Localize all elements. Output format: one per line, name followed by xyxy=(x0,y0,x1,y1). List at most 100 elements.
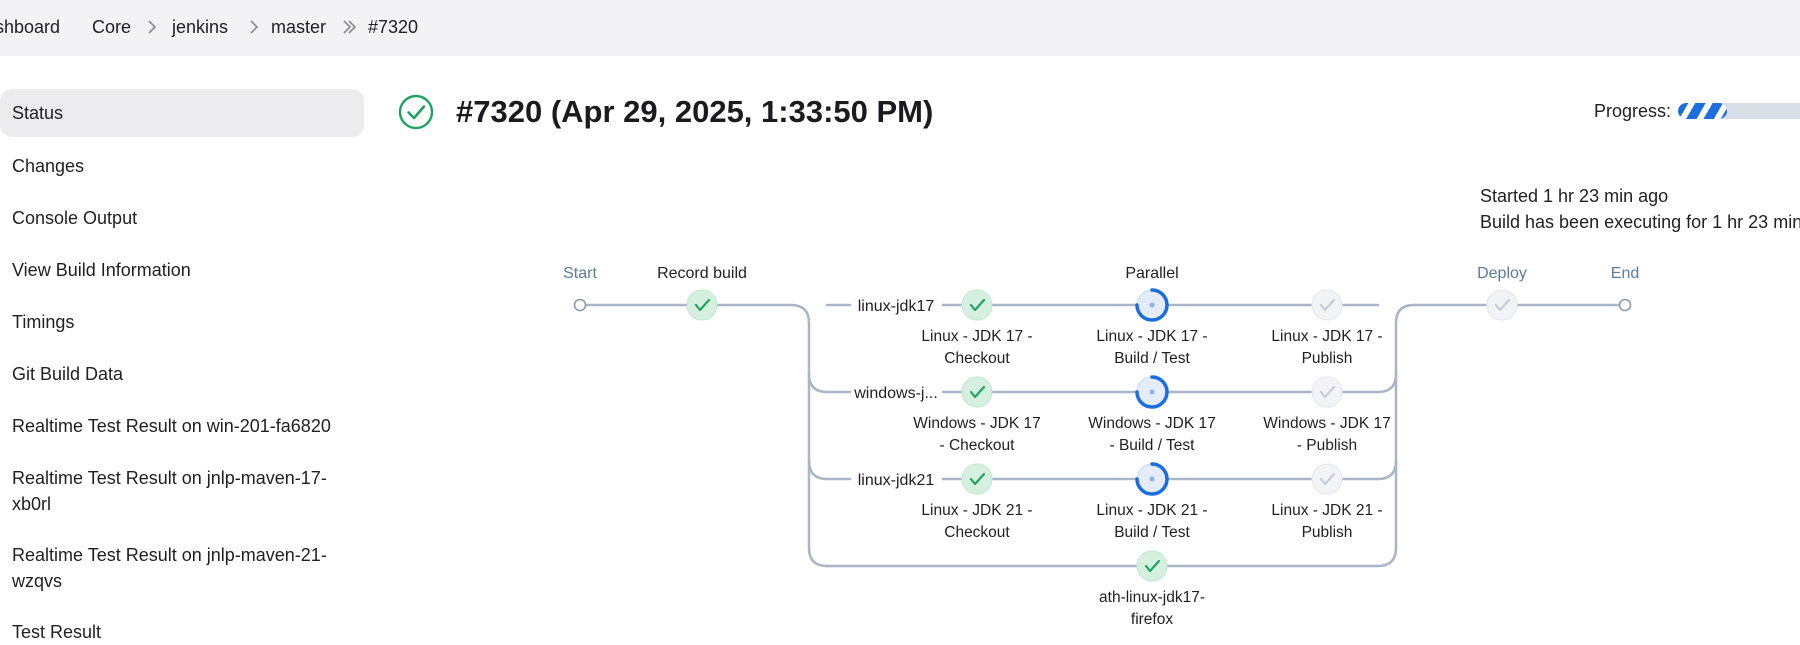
spinner-icon xyxy=(1135,375,1169,409)
pending-node-bg xyxy=(1486,289,1518,321)
step-node-success[interactable] xyxy=(1136,550,1168,582)
step-label[interactable]: Build / Test xyxy=(1114,350,1190,367)
sidebar-item-timings[interactable]: Timings xyxy=(12,312,75,332)
pipeline-labels: Start Record build Parallel Deploy End linux-… xyxy=(563,265,1639,628)
pending-node-bg xyxy=(1311,376,1343,408)
chevron-right-icon xyxy=(343,20,352,34)
check-icon xyxy=(969,472,986,486)
pending-node-bg xyxy=(1311,289,1343,321)
check-icon xyxy=(969,385,986,399)
check-icon xyxy=(1319,472,1336,486)
step-node-pending[interactable] xyxy=(1311,376,1343,408)
sidebar-item-test-result[interactable]: Test Result xyxy=(12,622,102,642)
pending-node-bg xyxy=(1311,463,1343,495)
check-icon xyxy=(1494,298,1511,312)
deploy-node[interactable] xyxy=(1486,289,1518,321)
success-node-bg xyxy=(1136,550,1168,582)
progress-fill xyxy=(1678,103,1727,119)
branch-name-label[interactable]: linux-jdk17 xyxy=(858,298,935,315)
step-label[interactable]: Linux - JDK 17 - xyxy=(1096,328,1207,345)
step-node-pending[interactable] xyxy=(1311,463,1343,495)
stage-parallel-label: Parallel xyxy=(1125,265,1178,282)
stage-deploy-label[interactable]: Deploy xyxy=(1477,265,1527,282)
chevron-right-icon xyxy=(250,20,259,34)
sidebar-item-realtime-test-jnlp-21[interactable]: Realtime Test Result on jnlp-maven-21-wz… xyxy=(12,545,327,591)
step-label[interactable]: Linux - JDK 17 - xyxy=(1271,328,1382,345)
branch-name-label[interactable]: windows-j... xyxy=(853,385,938,402)
step-label[interactable]: Linux - JDK 21 - xyxy=(1271,502,1382,519)
step-label[interactable]: Checkout xyxy=(944,350,1010,367)
sidebar-item-git-build-data[interactable]: Git Build Data xyxy=(12,364,124,384)
check-icon xyxy=(1319,298,1336,312)
stage-end-label[interactable]: End xyxy=(1611,265,1639,282)
step-label[interactable]: - Checkout xyxy=(940,437,1016,454)
connector-branch-out xyxy=(1376,459,1398,481)
chevron-right-icon xyxy=(148,20,157,34)
chevron-right-icon xyxy=(348,20,357,34)
pipeline-connectors xyxy=(585,303,1620,568)
step-label[interactable]: Build / Test xyxy=(1114,524,1190,541)
connector-join-vertical xyxy=(1394,303,1416,550)
step-label[interactable]: - Build / Test xyxy=(1109,437,1195,454)
success-node-bg xyxy=(961,376,993,408)
check-icon xyxy=(969,298,986,312)
step-label[interactable]: - Publish xyxy=(1297,437,1357,454)
step-label[interactable]: ath-linux-jdk17- xyxy=(1099,589,1205,606)
step-label[interactable]: Linux - JDK 21 - xyxy=(921,502,1032,519)
step-node-running[interactable] xyxy=(1135,288,1169,322)
breadcrumb-dashboard[interactable]: Dashboard xyxy=(0,17,61,37)
spinner-icon xyxy=(1135,288,1169,322)
connector-branch-in xyxy=(807,459,829,481)
connector-split-vertical xyxy=(789,303,811,550)
spinner-icon xyxy=(1135,462,1169,496)
step-label[interactable]: Windows - JDK 17 xyxy=(913,415,1040,432)
check-circle-icon xyxy=(398,94,434,130)
step-label[interactable]: Publish xyxy=(1302,524,1353,541)
check-icon xyxy=(694,298,711,312)
stage-record-build-label[interactable]: Record build xyxy=(657,265,747,282)
sidebar-item-realtime-test-jnlp-17[interactable]: Realtime Test Result on jnlp-maven-17-xb… xyxy=(12,468,327,514)
connector-branch-in xyxy=(807,546,829,568)
step-label[interactable]: Windows - JDK 17 xyxy=(1263,415,1390,432)
step-node-success[interactable] xyxy=(961,463,993,495)
start-node xyxy=(573,298,587,312)
step-label[interactable]: firefox xyxy=(1131,611,1173,628)
breadcrumb-master[interactable]: master xyxy=(271,17,327,37)
pipeline-nodes xyxy=(573,288,1632,582)
breadcrumb-build[interactable]: #7320 xyxy=(368,17,419,37)
step-node-success[interactable] xyxy=(961,376,993,408)
success-node-bg xyxy=(686,289,718,321)
step-node-running[interactable] xyxy=(1135,375,1169,409)
branch-name-label[interactable]: linux-jdk21 xyxy=(858,472,935,489)
check-icon xyxy=(1319,385,1336,399)
sidebar-item-changes[interactable]: Changes xyxy=(12,156,85,176)
step-label[interactable]: Linux - JDK 17 - xyxy=(921,328,1032,345)
sidebar-item-view-build-information[interactable]: View Build Information xyxy=(12,260,191,280)
step-node-success[interactable] xyxy=(961,289,993,321)
step-node-running[interactable] xyxy=(1135,462,1169,496)
success-node-bg xyxy=(961,289,993,321)
step-label[interactable]: Checkout xyxy=(944,524,1010,541)
sidebar-item-realtime-test-win[interactable]: Realtime Test Result on win-201-fa6820 xyxy=(12,416,331,436)
step-node-pending[interactable] xyxy=(1311,289,1343,321)
end-node xyxy=(1618,298,1632,312)
build-started-text: Started 1 hr 23 min ago xyxy=(1480,186,1669,206)
spinner-dot xyxy=(1149,302,1155,308)
step-label[interactable]: Linux - JDK 21 - xyxy=(1096,502,1207,519)
sidebar-item-console-output[interactable]: Console Output xyxy=(12,208,138,228)
spinner-dot xyxy=(1149,476,1155,482)
record-build-node[interactable] xyxy=(686,289,718,321)
breadcrumb-core[interactable]: Core xyxy=(92,17,132,37)
stage-start-label[interactable]: Start xyxy=(563,265,597,282)
check-icon xyxy=(1144,559,1161,573)
build-executing-text: Build has been executing for 1 hr 23 min xyxy=(1480,212,1800,232)
spinner-dot xyxy=(1149,389,1155,395)
breadcrumb-jenkins[interactable]: jenkins xyxy=(172,17,229,37)
connector-branch-out xyxy=(1376,372,1398,394)
step-label[interactable]: Windows - JDK 17 xyxy=(1088,415,1215,432)
page-title: #7320 (Apr 29, 2025, 1:33:50 PM) xyxy=(456,94,934,129)
sidebar-item-status[interactable]: Status xyxy=(0,89,364,137)
connector-branch-in xyxy=(807,372,829,394)
step-label[interactable]: Publish xyxy=(1302,350,1353,367)
